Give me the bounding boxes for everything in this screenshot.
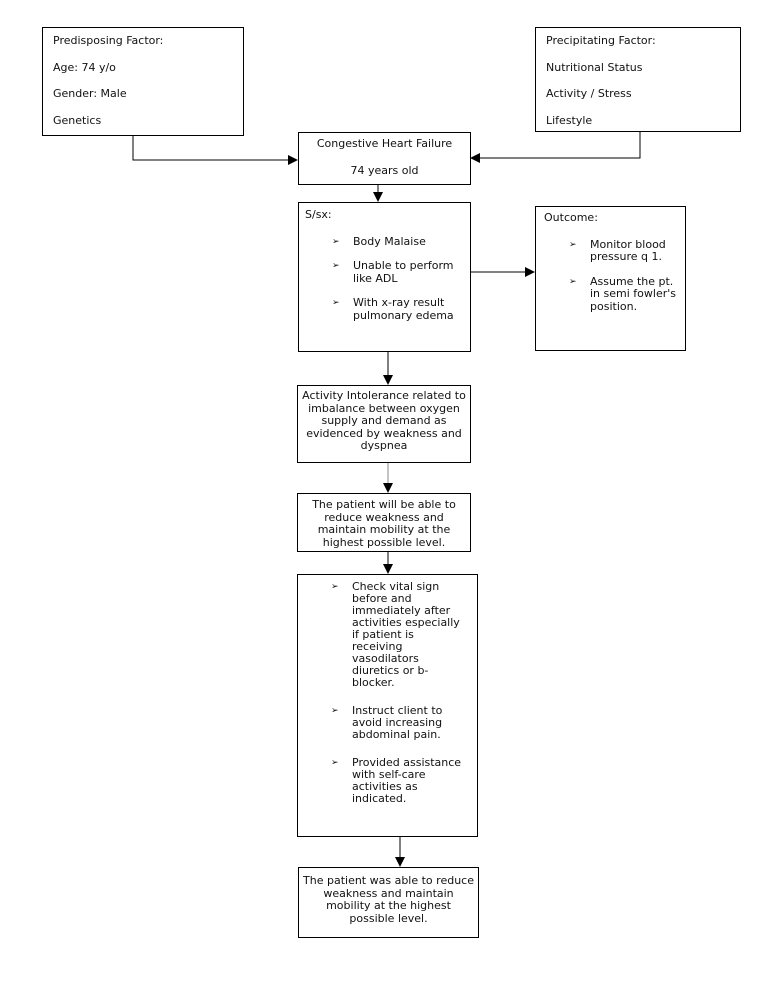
outcome-item: Monitor blood pressure q 1. [536, 238, 681, 264]
nursing-diagnosis-text: Activity Intolerance related to imbalanc… [302, 389, 466, 452]
outcome-item: Assume the pt. in semi fowler's position… [536, 275, 681, 314]
predisposing-title: Predisposing Factor: [53, 34, 164, 47]
sign-item: Unable to perform like ADL [299, 259, 466, 285]
evaluation-box: The patient was able to reduce weakness … [298, 867, 479, 938]
interventions-box: Check vital sign before and immediately … [297, 574, 478, 837]
signs-symptoms-box: S/sx: Body Malaise Unable to perform lik… [298, 202, 471, 352]
arrow-predisposing-to-chf [132, 135, 298, 165]
goal-text: The patient will be able to reduce weakn… [312, 498, 456, 549]
diagnosis-box: Congestive Heart Failure 74 years old [298, 132, 471, 185]
precipitating-title: Precipitating Factor: [546, 34, 656, 47]
arrow-precipitating-to-chf [470, 131, 641, 163]
precipitating-item: Nutritional Status [546, 60, 643, 74]
diagnosis-title: Congestive Heart Failure [316, 137, 453, 150]
evaluation-text: The patient was able to reduce weakness … [303, 874, 474, 925]
precipitating-item: Activity / Stress [546, 87, 632, 100]
predisposing-item: Gender: Male [53, 87, 127, 100]
predisposing-item: Genetics [53, 113, 102, 127]
diagnosis-age: 74 years old [350, 163, 419, 177]
predisposing-factor-box: Predisposing Factor: Age: 74 y/o Gender:… [42, 27, 244, 136]
outcome-title: Outcome: [544, 211, 598, 224]
sign-item: With x-ray result pulmonary edema [299, 296, 466, 322]
signs-title: S/sx: [305, 208, 332, 221]
sign-item: Body Malaise [299, 235, 466, 249]
goal-box: The patient will be able to reduce weakn… [297, 493, 471, 552]
intervention-item: Check vital sign before and immediately … [298, 581, 467, 689]
precipitating-item: Lifestyle [546, 113, 593, 127]
outcome-box: Outcome: Monitor blood pressure q 1. Ass… [535, 206, 686, 351]
nursing-diagnosis-box: Activity Intolerance related to imbalanc… [297, 385, 471, 463]
intervention-item: Provided assistance with self-care activ… [298, 757, 467, 805]
intervention-item: Instruct client to avoid increasing abdo… [298, 705, 467, 741]
precipitating-factor-box: Precipitating Factor: Nutritional Status… [535, 27, 741, 132]
predisposing-item: Age: 74 y/o [53, 60, 116, 74]
